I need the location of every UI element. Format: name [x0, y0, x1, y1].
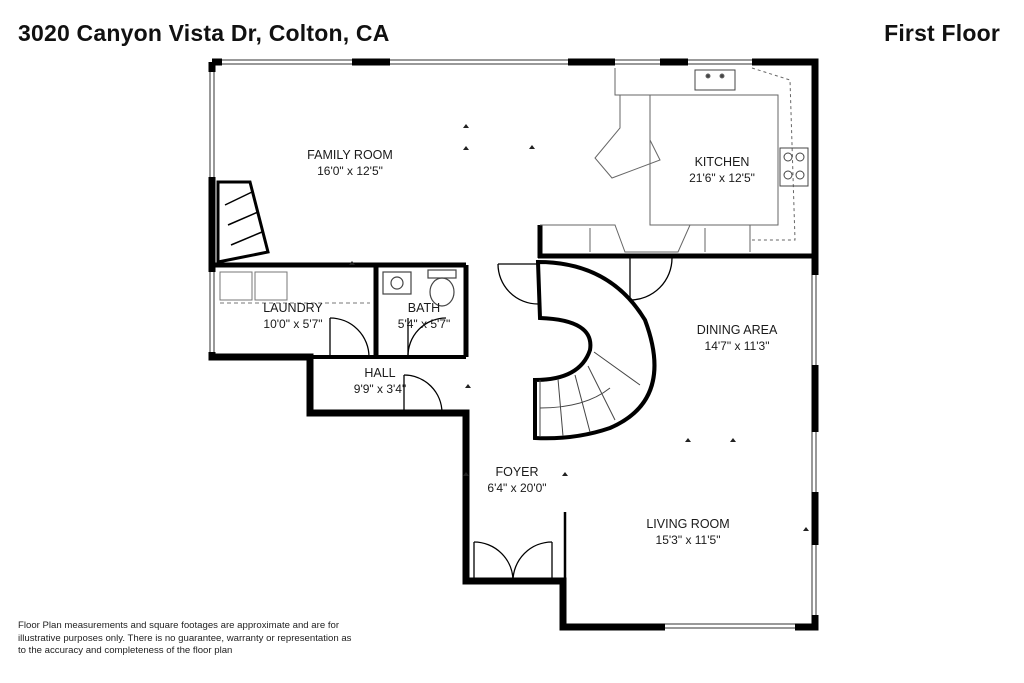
- kitchen-fixtures: [540, 67, 809, 253]
- washer: [219, 271, 253, 301]
- door-laundry: [329, 317, 370, 358]
- doors: [329, 256, 673, 582]
- window-top-3: [615, 58, 660, 67]
- door-bath: [407, 317, 447, 358]
- window-bottom-1: [665, 622, 795, 631]
- exterior-windows: [208, 58, 819, 631]
- room-dim-dining-area: 14'7" x 11'3": [705, 339, 770, 353]
- fireplace: [216, 180, 270, 264]
- property-address: 3020 Canyon Vista Dr, Colton, CA: [18, 20, 390, 46]
- room-dim-foyer: 6'4" x 20'0": [487, 481, 546, 495]
- bath-sink: [382, 271, 412, 295]
- door-hall: [403, 374, 443, 414]
- window-top-4: [688, 58, 752, 67]
- room-dim-living-room: 15'3" x 11'5": [656, 533, 721, 547]
- electrical-markers: [349, 124, 809, 531]
- window-left-2: [208, 272, 217, 352]
- room-labels: FAMILY ROOM 16'0" x 12'5" KITCHEN 21'6" …: [263, 148, 778, 547]
- window-right-3: [810, 545, 819, 615]
- room-label-foyer: FOYER: [495, 465, 538, 479]
- room-label-laundry: LAUNDRY: [263, 301, 323, 315]
- window-right-2: [810, 432, 819, 492]
- door-kitchen-foyer: [497, 263, 539, 305]
- window-top-1: [222, 58, 352, 67]
- window-right-1: [810, 275, 819, 365]
- front-double-door: [473, 541, 553, 582]
- interior-walls: [212, 225, 815, 581]
- bath-fixtures: [382, 269, 457, 307]
- stove-icon: [779, 147, 809, 187]
- room-label-dining-area: DINING AREA: [697, 323, 778, 337]
- laundry-appliances: [219, 271, 370, 304]
- kitchen-counter-top: [594, 68, 661, 179]
- room-label-kitchen: KITCHEN: [695, 155, 750, 169]
- window-top-2: [390, 58, 568, 67]
- dryer: [254, 271, 288, 301]
- room-dim-laundry: 10'0" x 5'7": [263, 317, 322, 331]
- door-kitchen-dining: [629, 256, 673, 301]
- floor-label: First Floor: [884, 20, 1000, 46]
- room-dim-kitchen: 21'6" x 12'5": [689, 171, 755, 185]
- room-label-living-room: LIVING ROOM: [646, 517, 729, 531]
- room-dim-hall: 9'9" x 3'4": [354, 382, 406, 396]
- room-dim-bath: 5'4" x 5'7": [398, 317, 450, 331]
- room-dim-family-room: 16'0" x 12'5": [317, 164, 383, 178]
- window-left-1: [208, 72, 217, 177]
- room-label-hall: HALL: [364, 366, 395, 380]
- kitchen-counter-right: [751, 67, 796, 241]
- toilet-tank: [427, 269, 457, 279]
- spiral-staircase: [533, 259, 657, 441]
- kitchen-counter-bottom: [540, 224, 751, 253]
- toilet-bowl: [429, 277, 455, 307]
- room-label-family-room: FAMILY ROOM: [307, 148, 393, 162]
- disclaimer-text: Floor Plan measurements and square foota…: [18, 620, 352, 656]
- kitchen-sink: [694, 69, 736, 91]
- room-label-bath: BATH: [408, 301, 440, 315]
